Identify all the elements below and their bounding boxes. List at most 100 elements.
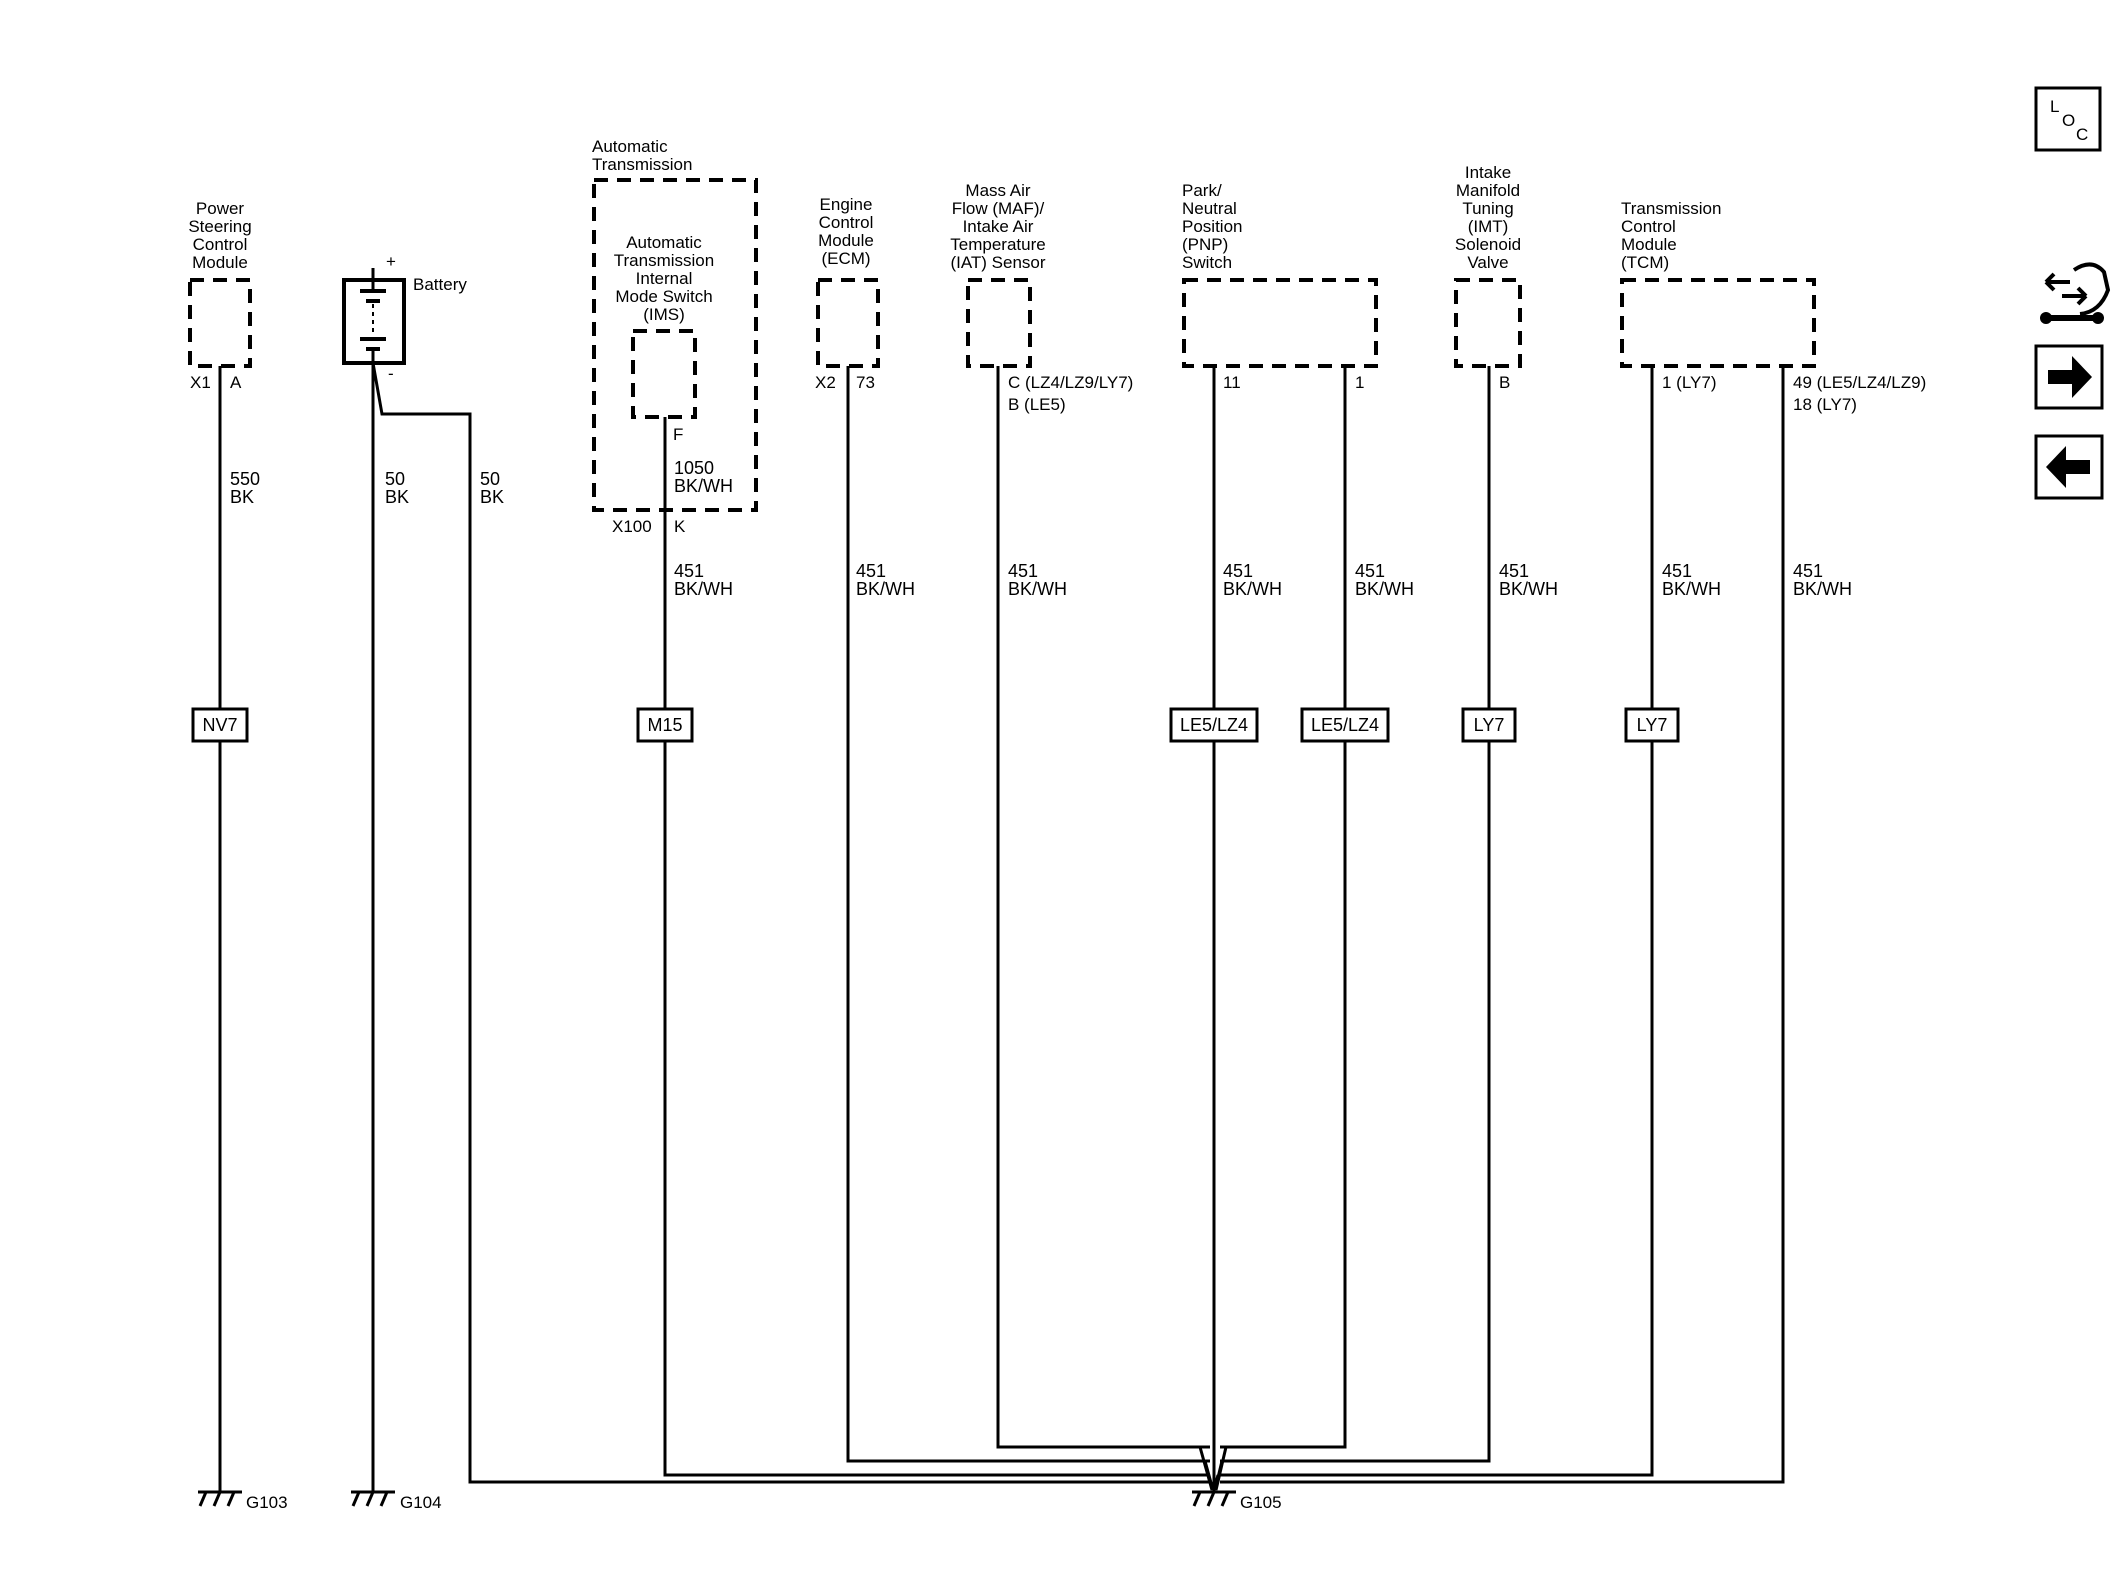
tcm-box <box>1620 278 1816 368</box>
svg-text:451: 451 <box>1008 561 1038 581</box>
power-steering-module-label: Power Steering Control Module <box>188 199 251 272</box>
svg-text:Manifold: Manifold <box>1456 181 1520 200</box>
svg-text:Automatic: Automatic <box>626 233 702 252</box>
svg-text:Switch: Switch <box>1182 253 1232 272</box>
auto-transmission-box <box>592 178 758 512</box>
svg-text:BK: BK <box>385 487 409 507</box>
pin-maf-c: C (LZ4/LZ9/LY7) <box>1008 373 1133 392</box>
ims-box <box>631 329 697 419</box>
wire-label-tcm-1: 451 BK/WH <box>1662 561 1721 599</box>
svg-text:Power: Power <box>196 199 245 218</box>
svg-text:451: 451 <box>1499 561 1529 581</box>
connector-x2: X2 <box>815 373 836 392</box>
svg-text:BK/WH: BK/WH <box>1355 579 1414 599</box>
pin-f: F <box>673 425 683 444</box>
svg-text:BK/WH: BK/WH <box>674 476 733 496</box>
svg-text:Intake: Intake <box>1465 163 1511 182</box>
svg-text:(IAT) Sensor: (IAT) Sensor <box>950 253 1045 272</box>
wire-ecm <box>846 366 1210 1463</box>
wire-ims <box>663 417 1210 1477</box>
wire-label-pnp-11: 451 BK/WH <box>1223 561 1282 599</box>
pnp-switch-label: Park/ Neutral Position (PNP) Switch <box>1182 181 1242 272</box>
svg-text:Transmission: Transmission <box>1621 199 1721 218</box>
arrow-left-icon <box>2046 446 2090 488</box>
wire-label-bat2: 50 BK <box>480 469 504 507</box>
ecm-label: Engine Control Module (ECM) <box>818 195 874 268</box>
wire-tcm-1 <box>1220 366 1654 1477</box>
wire-pnp-1 <box>1220 366 1347 1449</box>
wire-label-imt: 451 BK/WH <box>1499 561 1558 599</box>
svg-text:Module: Module <box>818 231 874 250</box>
wire-label-bat1: 50 BK <box>385 469 409 507</box>
pin-k: K <box>674 517 686 536</box>
tcm-label: Transmission Control Module (TCM) <box>1621 199 1721 272</box>
svg-text:451: 451 <box>1355 561 1385 581</box>
wire-g105-fan <box>1198 1446 1228 1491</box>
pin-pnp-11: 11 <box>1223 373 1241 392</box>
svg-text:(PNP): (PNP) <box>1182 235 1228 254</box>
svg-text:Module: Module <box>192 253 248 272</box>
loc-button[interactable]: L O C <box>2034 86 2102 152</box>
wire-label-ecm: 451 BK/WH <box>856 561 915 599</box>
component-locator-icon[interactable] <box>2040 262 2111 324</box>
svg-text:Control: Control <box>1621 217 1676 236</box>
wire-label-ims-internal: 1050 BK/WH <box>674 458 733 496</box>
wire-imt <box>1220 366 1491 1463</box>
pin-pnp-1: 1 <box>1355 373 1364 392</box>
pin-imt-b: B <box>1499 373 1510 392</box>
svg-text:451: 451 <box>856 561 886 581</box>
svg-text:(TCM): (TCM) <box>1621 253 1669 272</box>
svg-text:NV7: NV7 <box>202 715 237 735</box>
svg-text:451: 451 <box>674 561 704 581</box>
connector-labels: X1 A F X100 K X2 73 C (LZ4/LZ9/LY7) B (L… <box>190 373 1926 536</box>
wire-battery-g105 <box>371 362 1210 1484</box>
svg-text:O: O <box>2062 111 2075 130</box>
wire-label-ims: 451 BK/WH <box>674 561 733 599</box>
pin-tcm-18: 18 (LY7) <box>1793 395 1857 414</box>
svg-text:LY7: LY7 <box>1637 715 1668 735</box>
svg-text:50: 50 <box>385 469 405 489</box>
maf-sensor-box <box>966 278 1032 368</box>
grounds: G103 G104 G105 <box>198 1480 1282 1512</box>
pin-73: 73 <box>856 373 875 392</box>
option-box-nv7: NV7 <box>191 707 249 743</box>
svg-text:M15: M15 <box>647 715 682 735</box>
wires <box>218 362 1785 1491</box>
svg-text:Solenoid: Solenoid <box>1455 235 1521 254</box>
auto-transmission-label: Automatic Transmission <box>592 137 692 174</box>
pin-tcm-1: 1 (LY7) <box>1662 373 1717 392</box>
svg-text:L: L <box>2050 97 2059 116</box>
svg-text:Transmission: Transmission <box>592 155 692 174</box>
svg-text:Steering: Steering <box>188 217 251 236</box>
svg-text:BK/WH: BK/WH <box>1662 579 1721 599</box>
svg-text:G105: G105 <box>1240 1493 1282 1512</box>
ground-g103: G103 <box>198 1480 288 1512</box>
svg-text:Position: Position <box>1182 217 1242 236</box>
svg-text:50: 50 <box>480 469 500 489</box>
imt-valve-label: Intake Manifold Tuning (IMT) Solenoid Va… <box>1455 163 1521 272</box>
option-box-imt: LY7 <box>1461 707 1517 743</box>
next-page-button[interactable] <box>2034 344 2104 410</box>
connector-x100: X100 <box>612 517 652 536</box>
connector-x1: X1 <box>190 373 211 392</box>
battery-plus-terminal: + <box>386 252 396 271</box>
battery-label: Battery <box>413 275 467 294</box>
svg-text:451: 451 <box>1223 561 1253 581</box>
power-steering-module-box <box>188 278 252 368</box>
svg-text:550: 550 <box>230 469 260 489</box>
option-box-m15: M15 <box>636 707 694 743</box>
svg-text:G103: G103 <box>246 1493 288 1512</box>
svg-text:Tuning: Tuning <box>1462 199 1513 218</box>
svg-text:Mass Air: Mass Air <box>965 181 1031 200</box>
svg-text:BK/WH: BK/WH <box>1499 579 1558 599</box>
svg-text:BK/WH: BK/WH <box>856 579 915 599</box>
option-box-pnp-a: LE5/LZ4 <box>1169 707 1259 743</box>
svg-text:451: 451 <box>1662 561 1692 581</box>
wire-label-pnp-1: 451 BK/WH <box>1355 561 1414 599</box>
svg-text:Automatic: Automatic <box>592 137 668 156</box>
svg-text:BK: BK <box>480 487 504 507</box>
svg-text:LY7: LY7 <box>1474 715 1505 735</box>
svg-text:Control: Control <box>819 213 874 232</box>
previous-page-button[interactable] <box>2034 434 2104 500</box>
ecm-box <box>816 278 880 368</box>
